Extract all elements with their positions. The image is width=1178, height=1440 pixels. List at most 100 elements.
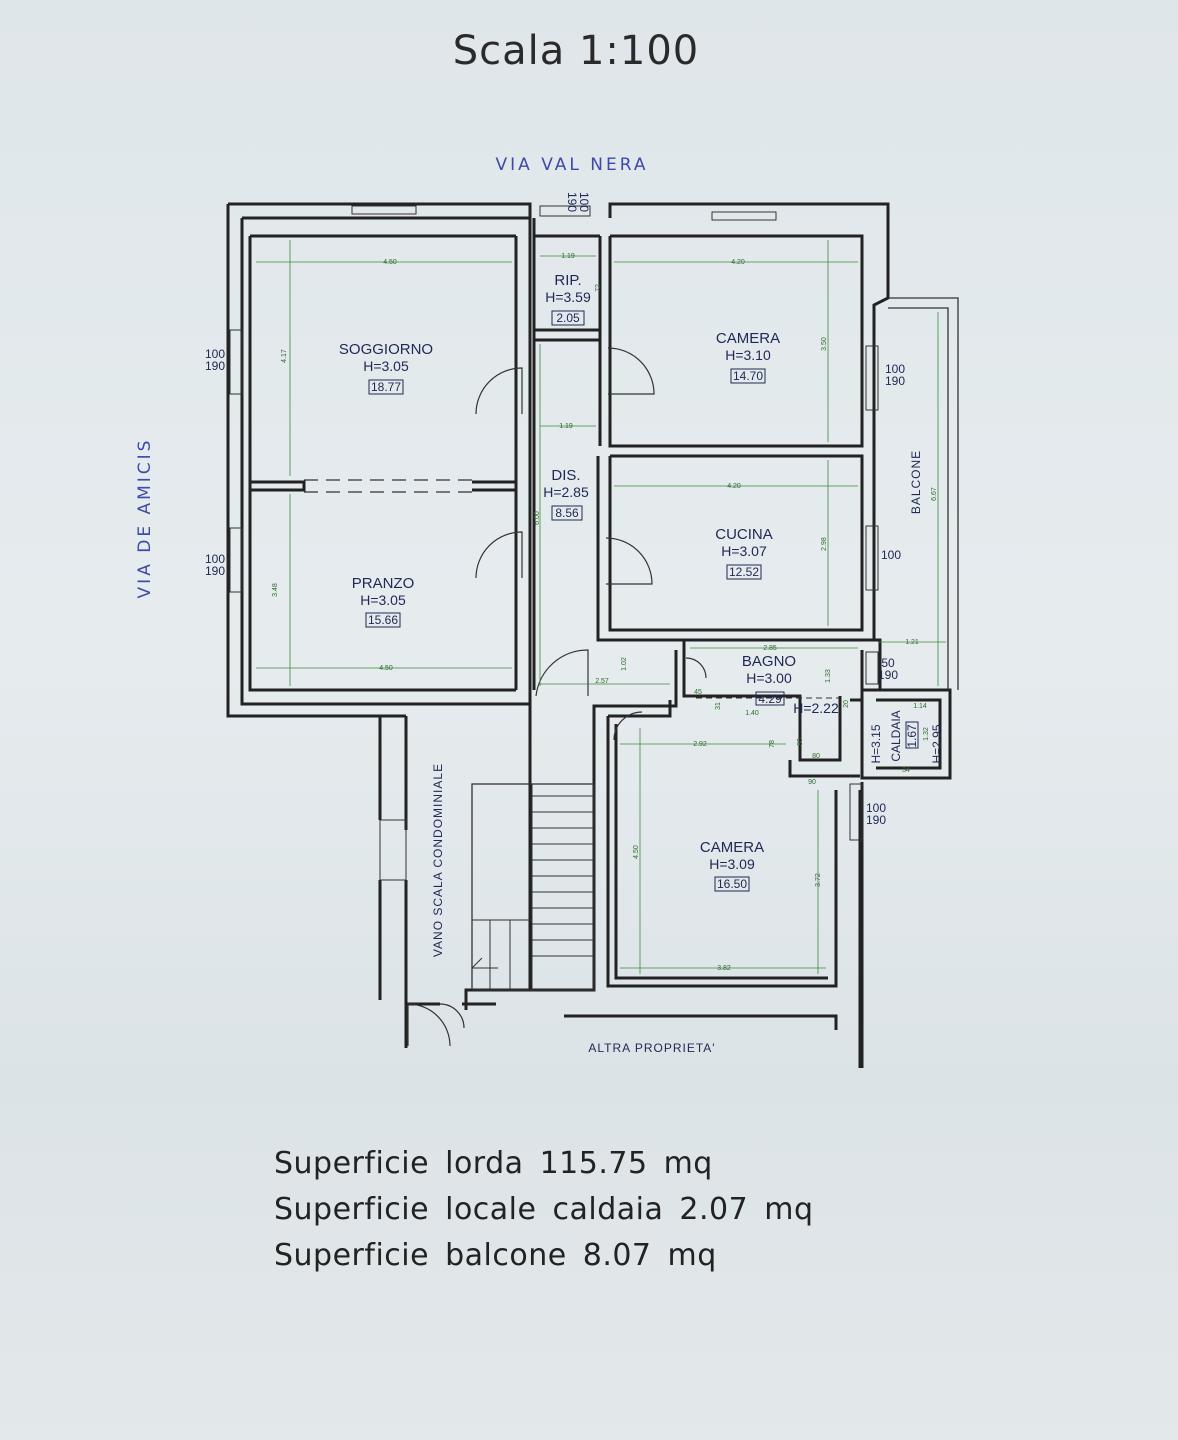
dim-text: 72 [595, 284, 602, 292]
bottom-label: ALTRA PROPRIETA' [588, 1041, 715, 1055]
dim-text: 2.92 [693, 741, 707, 748]
room-name: CUCINA [715, 526, 773, 543]
room-height: H=3.07 [721, 543, 767, 559]
room-area: 14.70 [733, 369, 763, 383]
dim-text: 3.82 [717, 965, 731, 972]
room-area: 12.52 [729, 565, 759, 579]
room-name: CAMERA [700, 839, 764, 856]
dim-text: 1.19 [559, 423, 573, 430]
summary-balcony-area: Superficie balcone 8.07 mq [274, 1238, 717, 1273]
room-name: RIP. [554, 272, 581, 289]
room-caldaia: CALDAIA H=3.15 1.67 H=2.95 [869, 710, 944, 763]
dim-text: 3.50 [821, 337, 828, 351]
room-area: 4.29 [758, 692, 782, 706]
room-soggiorno: SOGGIORNO H=3.05 18.77 [339, 341, 433, 395]
room-area: 2.05 [556, 311, 580, 325]
dim-text: 1.21 [905, 639, 919, 646]
dim-text: 34 [902, 767, 910, 774]
window-label: 190 [565, 192, 579, 212]
room-height: H=2.85 [543, 484, 589, 500]
window-label: 50 [881, 656, 895, 670]
street-left: VIA DE AMICIS [135, 438, 155, 599]
summary-boiler-area: Superficie locale caldaia 2.07 mq [274, 1192, 814, 1227]
walls [226, 202, 959, 1068]
dim-text: 1.40 [745, 710, 759, 717]
dim-text: 78 [769, 740, 776, 748]
stair-steps [471, 783, 595, 991]
dim-text: 90 [808, 779, 816, 786]
room-area: 1.67 [905, 724, 919, 748]
dim-text: 4.20 [727, 483, 741, 490]
room-height: H=3.10 [725, 347, 771, 363]
room-camera-1: CAMERA H=3.10 14.70 [716, 330, 780, 384]
dim-text: 6.00 [534, 511, 541, 525]
dim-text: 3.72 [815, 873, 822, 887]
dim-text: 4.17 [281, 349, 288, 363]
dim-text: 3.48 [272, 583, 279, 597]
dim-text: 31 [715, 702, 722, 710]
room-name: BAGNO [742, 653, 796, 670]
dimension-labels: 4.50 4.17 4.50 3.48 1.19 72 1.19 6.00 4.… [272, 253, 938, 972]
window-label: 100 [881, 548, 901, 562]
dim-text: 1.32 [923, 727, 930, 741]
dim-text: 1.02 [621, 657, 628, 671]
window-label: 190 [866, 813, 886, 827]
stair-label: VANO SCALA CONDOMINIALE [431, 763, 445, 957]
room-height: H=3.15 [869, 724, 883, 763]
room-pranzo: PRANZO H=3.05 15.66 [352, 575, 415, 628]
street-top: VIA VAL NERA [496, 155, 649, 175]
dimension-lines [256, 240, 946, 974]
room-height: H=3.09 [709, 856, 755, 872]
room-camera-2: CAMERA H=3.09 16.50 [700, 839, 764, 892]
room-height: H=3.05 [363, 358, 409, 374]
window-label: 190 [205, 359, 225, 373]
window-label: 100 [205, 552, 225, 566]
room-bagno: BAGNO H=3.00 4.29 H=2.22 [742, 653, 839, 716]
dim-text: 80 [812, 753, 820, 760]
window-label: 190 [885, 374, 905, 388]
dim-text: 45 [694, 689, 702, 696]
bagno-low-height: H=2.22 [793, 700, 839, 716]
room-name: SOGGIORNO [339, 341, 433, 358]
dim-text: 1.14 [913, 703, 927, 710]
room-height: H=3.00 [746, 670, 792, 686]
window-label: 190 [878, 668, 898, 682]
room-dis: DIS. H=2.85 8.56 [543, 467, 589, 521]
balcony-label: BALCONE [909, 450, 923, 514]
room-height: H=3.05 [360, 592, 406, 608]
dim-text: 4.20 [731, 259, 745, 266]
window-marks [229, 205, 879, 881]
window-label: 100 [577, 192, 591, 212]
room-name: CALDAIA [889, 710, 903, 761]
room-rip: RIP. H=3.59 2.05 [545, 272, 591, 326]
window-label: 100 [885, 362, 905, 376]
dim-text: 2.98 [821, 537, 828, 551]
doors [407, 347, 707, 1047]
room-area: 8.56 [555, 506, 579, 520]
caldaia-right-height: H=2.95 [930, 724, 944, 763]
dim-text: 80 [797, 738, 804, 746]
window-label: 100 [866, 801, 886, 815]
dim-text: 2.57 [595, 678, 609, 685]
window-label: 190 [205, 564, 225, 578]
window-annotations: 100 190 100 190 100 190 100 50 190 100 1… [205, 192, 905, 827]
room-area: 18.77 [371, 380, 401, 394]
room-name: CAMERA [716, 330, 780, 347]
dim-text: 1.33 [825, 669, 832, 683]
dim-text: 6.67 [931, 487, 938, 501]
room-height: H=3.59 [545, 289, 591, 305]
dim-text: 1.19 [561, 253, 575, 260]
summary-gross-area: Superficie lorda 115.75 mq [274, 1146, 713, 1181]
window-label: 100 [205, 347, 225, 361]
room-cucina: CUCINA H=3.07 12.52 [715, 526, 773, 580]
dim-text: 2.85 [763, 645, 777, 652]
scale-title: Scala 1:100 [453, 28, 700, 74]
room-name: PRANZO [352, 575, 415, 592]
dim-text: 20 [843, 700, 850, 708]
dim-text: 4.50 [379, 665, 393, 672]
dim-text: 4.50 [633, 845, 640, 859]
room-name: DIS. [551, 467, 580, 484]
room-area: 16.50 [717, 877, 747, 891]
room-area: 15.66 [368, 613, 398, 627]
